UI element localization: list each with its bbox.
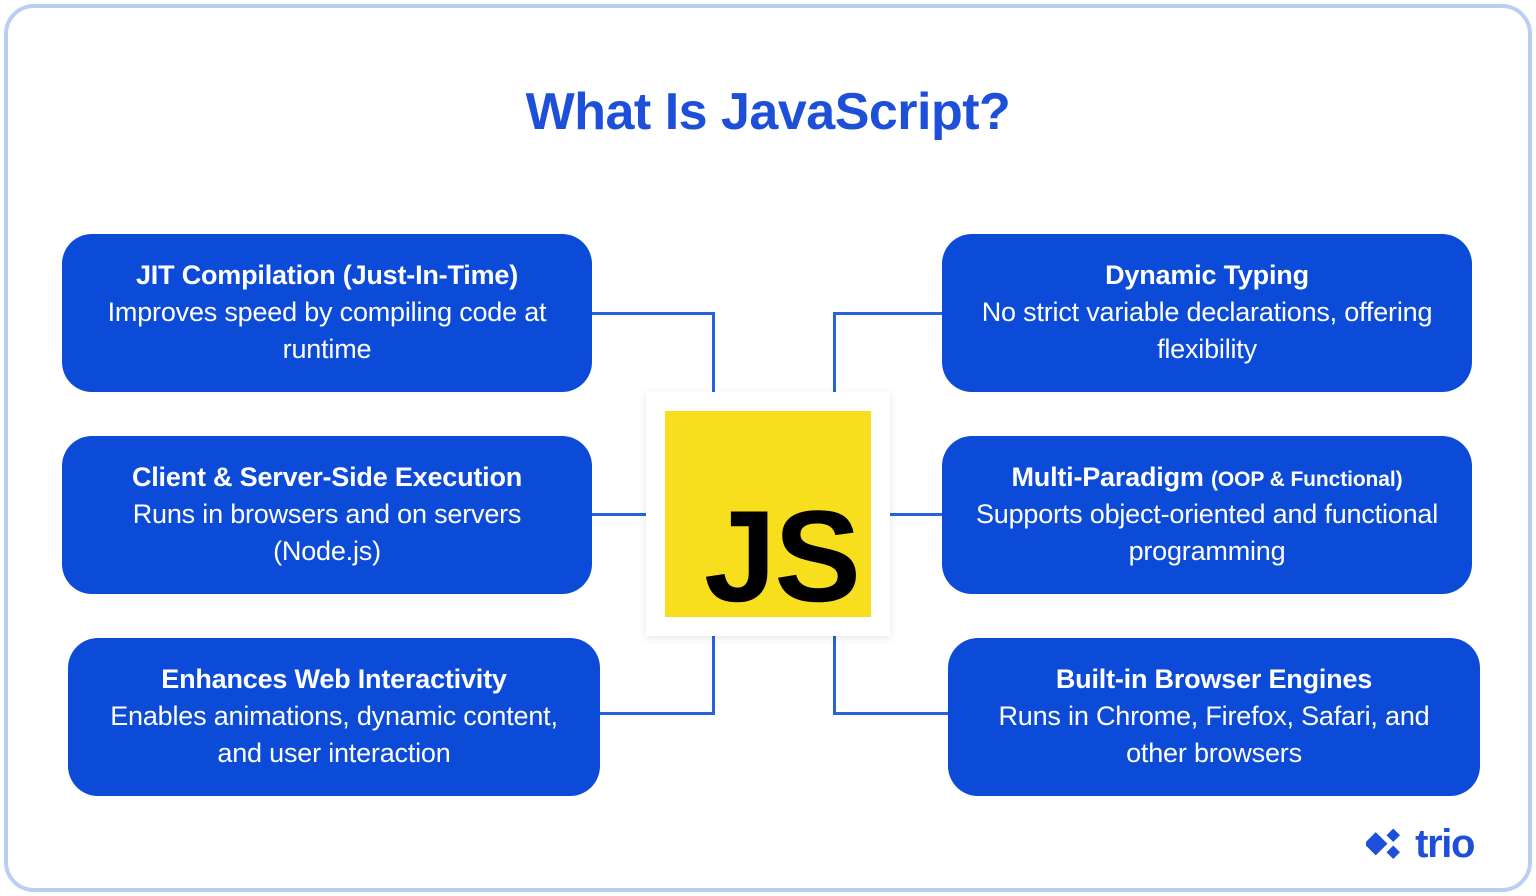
- feature-card-title: JIT Compilation (Just-In-Time): [135, 259, 518, 290]
- connector-left-bottom-horizontal: [598, 712, 715, 715]
- javascript-logo: JS: [646, 392, 890, 636]
- page-title: What Is JavaScript?: [525, 83, 1011, 141]
- feature-card-title: Dynamic Typing: [1105, 259, 1309, 290]
- feature-card-dynamic-typing[interactable]: Dynamic Typing No strict variable declar…: [942, 234, 1472, 392]
- feature-card-multi-paradigm[interactable]: Multi-Paradigm (OOP & Functional) Suppor…: [942, 436, 1472, 594]
- connector-right-middle-horizontal: [888, 513, 945, 516]
- feature-card-description: No strict variable declarations, offerin…: [981, 296, 1433, 364]
- feature-card-title-suffix: (OOP & Functional): [1211, 467, 1403, 491]
- trio-diamond-mark-icon: [1366, 828, 1401, 859]
- feature-card-description: Runs in Chrome, Firefox, Safari, and oth…: [998, 700, 1430, 768]
- javascript-logo-square: JS: [665, 411, 871, 621]
- feature-card-jit-compilation[interactable]: JIT Compilation (Just-In-Time) Improves …: [62, 234, 592, 392]
- connector-left-middle-horizontal: [592, 513, 648, 516]
- brand-logo: trio: [1366, 822, 1475, 866]
- connector-right-top-horizontal: [833, 312, 945, 315]
- feature-card-client-server-execution[interactable]: Client & Server-Side Execution Runs in b…: [62, 436, 592, 594]
- connector-right-bottom-horizontal: [833, 712, 951, 715]
- connector-right-top-vertical: [833, 312, 836, 394]
- feature-card-description: Runs in browsers and on servers (Node.js…: [132, 498, 522, 566]
- brand-wordmark: trio: [1415, 822, 1475, 866]
- connector-left-top-vertical: [712, 312, 715, 394]
- feature-card-title: Enhances Web Interactivity: [161, 663, 507, 694]
- feature-card-description: Enables animations, dynamic content, and…: [110, 700, 558, 768]
- connector-left-bottom-vertical: [712, 636, 715, 715]
- feature-card-title: Client & Server-Side Execution: [131, 461, 523, 492]
- feature-card-description: Improves speed by compiling code at runt…: [107, 296, 547, 364]
- javascript-logo-label: JS: [703, 483, 861, 629]
- feature-card-title-main: Multi-Paradigm: [1011, 461, 1204, 492]
- connector-left-top-horizontal: [592, 312, 715, 315]
- feature-card-browser-engines[interactable]: Built-in Browser Engines Runs in Chrome,…: [948, 638, 1480, 796]
- feature-card-title: Built-in Browser Engines: [1055, 663, 1373, 694]
- connector-right-bottom-vertical: [833, 636, 836, 715]
- feature-card-web-interactivity[interactable]: Enhances Web Interactivity Enables anima…: [68, 638, 600, 796]
- feature-card-description: Supports object-oriented and functional …: [975, 498, 1438, 566]
- feature-card-title: Multi-Paradigm (OOP & Functional): [1011, 460, 1402, 495]
